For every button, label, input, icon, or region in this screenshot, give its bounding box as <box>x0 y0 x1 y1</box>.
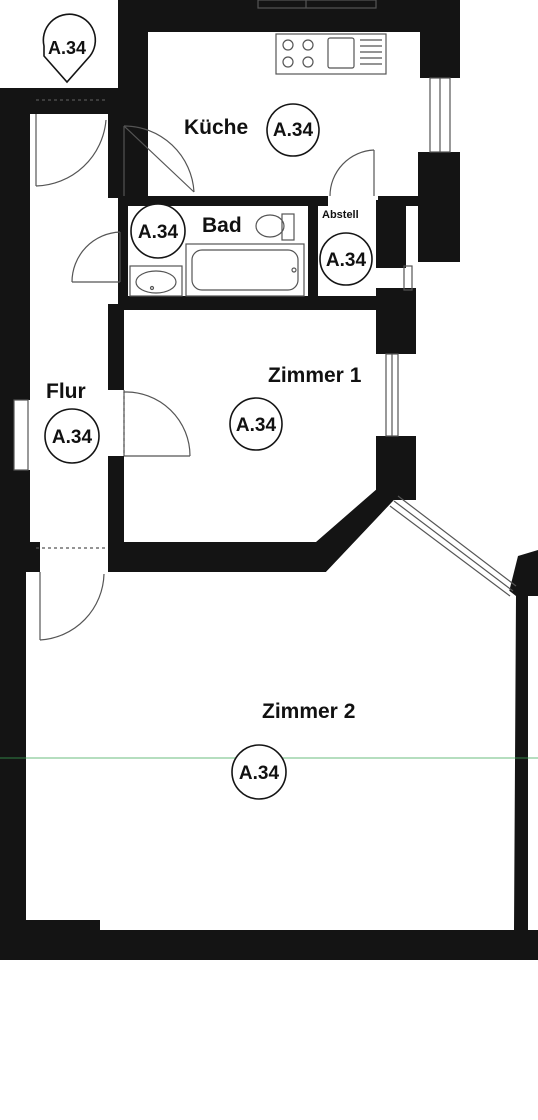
badge-abstell-text: A.34 <box>326 250 367 271</box>
room-label-zimmer2: Zimmer 2 <box>262 700 355 723</box>
badge-circle <box>44 408 100 464</box>
wall-left-jamb <box>0 398 14 470</box>
wall-bad-left <box>118 196 128 304</box>
kitchen-counter-top <box>257 0 377 9</box>
wall-zimmer1-right-lower <box>376 436 416 492</box>
room-label-zimmer1: Zimmer 1 <box>268 364 362 387</box>
badge-bad-text: A.34 <box>138 222 179 243</box>
badge-circle <box>130 203 186 259</box>
badge-abstell: A.34 <box>319 232 373 286</box>
badge-zimmer2: A.34 <box>231 744 287 800</box>
bathroom-fixtures <box>129 213 305 297</box>
wall-kitchen-bad <box>118 196 328 206</box>
zimmer1-door-icon <box>123 390 191 457</box>
badge-zimmer2-text: A.34 <box>239 763 280 784</box>
entrance-pin-icon <box>42 13 97 84</box>
badge-flur-text: A.34 <box>52 427 93 448</box>
badge-circle <box>266 103 320 157</box>
flur-floor <box>30 114 108 542</box>
entrance-badge: A.34 <box>42 13 97 84</box>
wall-kitchen-right <box>420 0 460 78</box>
badge-kueche-text: A.34 <box>273 120 314 141</box>
zimmer1-window-icon <box>385 353 399 437</box>
wall-zimmer1-right-upper <box>376 288 416 354</box>
room-label-kueche: Küche <box>184 116 248 139</box>
toilet-icon <box>255 213 295 241</box>
entrance-badge-text: A.34 <box>48 38 86 58</box>
badge-flur: A.34 <box>44 408 100 464</box>
abstell-door-icon <box>329 149 375 197</box>
badge-kueche: A.34 <box>266 103 320 157</box>
wall-zimmer2-right-corner <box>508 550 538 596</box>
kitchen-door-icon <box>123 125 195 196</box>
wall-flur-upper-left <box>108 110 122 198</box>
stove-icon <box>282 39 314 68</box>
bad-door-icon <box>71 231 121 283</box>
wall-bad-abstell <box>308 200 318 304</box>
bathroom-sink-icon <box>129 265 183 297</box>
entrance-door-icon <box>35 99 107 187</box>
wall-kitchen-left <box>118 0 148 200</box>
wall-flur-bottom <box>0 542 40 572</box>
kitchen-counter <box>257 0 387 75</box>
badge-bad: A.34 <box>130 203 186 259</box>
wall-zimmer1-left <box>108 304 124 390</box>
wall-zimmer1-left-lower <box>108 456 124 552</box>
walls <box>0 0 538 960</box>
wall-zimmer2-right <box>514 594 528 934</box>
badge-circle <box>231 744 287 800</box>
wall-zimmer1-bottom <box>108 488 416 572</box>
left-window-icon <box>13 399 29 471</box>
doors <box>35 99 375 641</box>
zimmer2-door-icon <box>36 547 106 641</box>
badge-circle <box>229 397 283 451</box>
bathtub-icon <box>185 243 305 297</box>
zimmer2-floor <box>26 500 516 930</box>
wall-top-left <box>0 88 122 114</box>
kitchen-sink-icon <box>327 37 382 69</box>
wall-kitchen-right-lower <box>418 152 460 262</box>
wall-kitchen-top <box>118 0 458 32</box>
abstell-window-icon <box>403 265 413 291</box>
room-label-abstell: Abstell <box>322 209 359 221</box>
badge-circle <box>319 232 373 286</box>
wall-bad-bottom <box>118 296 380 310</box>
badge-zimmer1: A.34 <box>229 397 283 451</box>
kitchen-window-icon <box>429 77 451 153</box>
room-labels: Küche Bad Abstell Zimmer 1 Flur Zimmer 2 <box>46 116 362 723</box>
floors <box>26 114 516 930</box>
kitchen-counter-main <box>275 33 387 75</box>
room-label-bad: Bad <box>202 214 242 237</box>
zimmer2-diagonal-window-icon <box>389 495 517 597</box>
room-badges: A.34 A.34 A.34 A.34 A.34 A.34 A.34 <box>42 13 373 800</box>
wall-left-lower <box>0 570 26 960</box>
windows <box>13 265 517 597</box>
room-label-flur: Flur <box>46 380 86 403</box>
wall-abstell-right <box>376 200 406 268</box>
badge-zimmer1-text: A.34 <box>236 415 277 436</box>
wall-left-upper <box>0 92 30 400</box>
